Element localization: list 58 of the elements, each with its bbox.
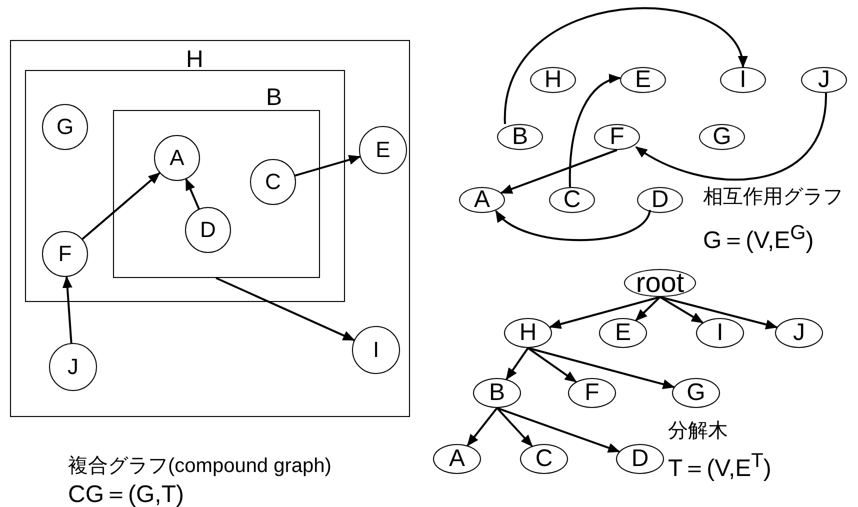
node-ellipse: D xyxy=(637,187,683,213)
arrow xyxy=(528,347,675,390)
caption-text: 分解木 xyxy=(668,420,728,442)
arrow xyxy=(504,7,746,124)
node-ellipse: E xyxy=(599,318,647,348)
arrow xyxy=(500,149,618,194)
node-ellipse: F xyxy=(568,378,616,408)
node-ellipse: I xyxy=(696,318,744,348)
node-ellipse: B xyxy=(473,378,521,408)
arrow xyxy=(659,296,704,324)
node-ellipse: root xyxy=(624,269,696,297)
node-circle: J xyxy=(49,343,97,391)
arrow xyxy=(549,296,660,329)
arrow xyxy=(635,296,661,322)
node-ellipse: H xyxy=(530,67,576,93)
outer-frame xyxy=(10,40,410,417)
arrow xyxy=(496,407,533,447)
arrow xyxy=(635,92,827,181)
node-circle: F xyxy=(42,231,88,277)
arrow xyxy=(466,407,498,446)
arrow xyxy=(294,154,361,177)
arrow xyxy=(569,74,621,187)
node-circle: D xyxy=(185,207,231,253)
node-ellipse: B xyxy=(497,124,543,150)
arrow xyxy=(62,276,72,344)
formula-text: T＝(V,E$^{T}$) xyxy=(668,450,772,482)
caption-text: 相互作用グラフ xyxy=(703,186,843,208)
node-circle: I xyxy=(352,326,400,374)
node-ellipse: J xyxy=(775,318,823,348)
node-ellipse: D xyxy=(616,444,664,474)
arrow xyxy=(495,210,651,242)
node-ellipse: E xyxy=(620,67,666,93)
node-ellipse: I xyxy=(720,67,766,93)
node-ellipse: J xyxy=(801,67,847,93)
group-label: H xyxy=(186,47,204,74)
node-ellipse: A xyxy=(433,444,481,474)
node-ellipse: A xyxy=(459,187,505,213)
caption-text: 複合グラフ(compound graph) xyxy=(68,455,332,477)
arrow xyxy=(660,296,778,330)
arrow xyxy=(185,178,200,210)
node-ellipse: H xyxy=(504,318,552,348)
node-ellipse: F xyxy=(594,124,640,150)
arrow xyxy=(527,347,577,383)
arrow xyxy=(496,407,620,453)
node-circle: A xyxy=(154,135,200,181)
node-ellipse: C xyxy=(549,187,595,213)
formula-text: CG＝(G,T) xyxy=(68,482,184,507)
node-ellipse: C xyxy=(520,444,568,474)
arrow xyxy=(216,277,356,342)
node-circle: E xyxy=(359,126,407,174)
arrow xyxy=(506,347,529,380)
node-ellipse: G xyxy=(672,378,720,408)
arrow xyxy=(82,172,160,240)
group-label: B xyxy=(266,85,282,112)
node-ellipse: G xyxy=(699,124,745,150)
formula-text: G＝(V,E$^{G}$) xyxy=(703,222,814,254)
node-circle: C xyxy=(250,159,296,205)
node-circle: G xyxy=(42,104,88,150)
